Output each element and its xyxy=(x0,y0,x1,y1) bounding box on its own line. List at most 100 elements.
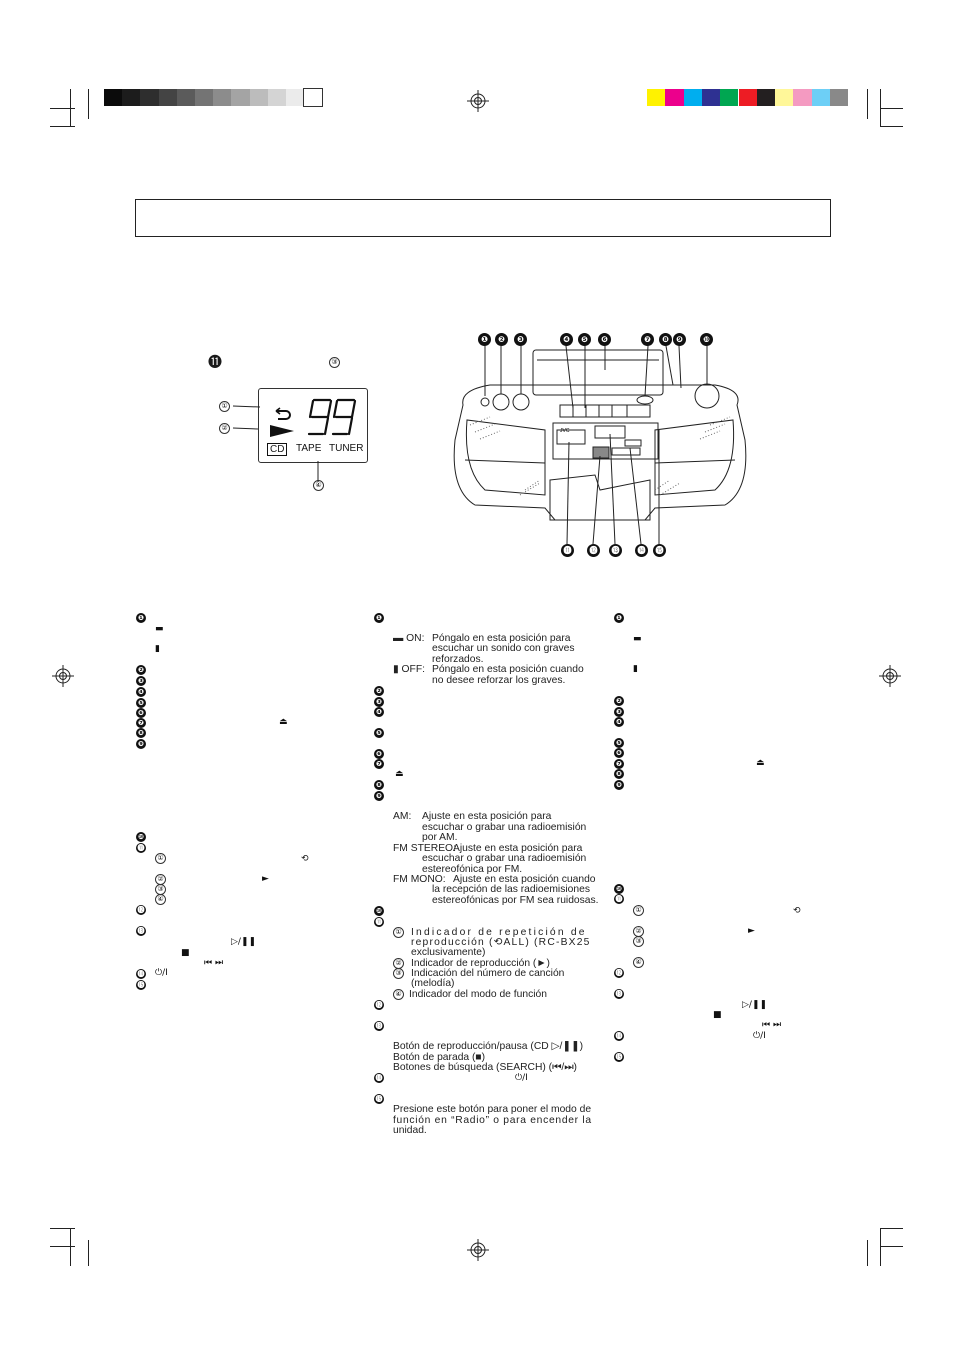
bass-on-icon: ▬ xyxy=(633,634,642,644)
bass-on-desc-line: reforzados. xyxy=(432,654,484,665)
col2-item-3: ❸ xyxy=(374,697,384,707)
calibration-swatch xyxy=(267,89,286,106)
col2-item-12: ⓬ xyxy=(374,1000,384,1010)
calibration-swatch xyxy=(701,89,721,106)
am-desc-line: Ajuste en esta posición para xyxy=(422,811,552,822)
stop-icon: ■ xyxy=(181,948,190,958)
col3-item-1: ❶ xyxy=(614,613,624,623)
calibration-swatch xyxy=(231,89,250,106)
indicator-1-text: Indicador de repetición de xyxy=(411,927,587,938)
lcd-symbols xyxy=(270,398,357,437)
col3-item-6: ❻ xyxy=(614,748,624,758)
power-icon: ⏻/I xyxy=(515,1073,528,1083)
col1-item-10: ❿ xyxy=(136,832,146,842)
col3-item-9: ❾ xyxy=(614,780,624,790)
lcd-marker-2: ② xyxy=(219,423,230,434)
col1-item-7: ❼ xyxy=(136,718,146,728)
calibration-swatch xyxy=(647,89,666,106)
indicator-3-text: (melodía) xyxy=(411,978,455,989)
calibration-swatch xyxy=(756,89,776,106)
search-button-text: Botones de búsqueda (SEARCH) (⏮/⏭) xyxy=(393,1062,577,1073)
bass-off-icon: ▮ xyxy=(155,644,160,654)
calibration-swatch xyxy=(286,89,305,106)
lcd-marker-3: ③ xyxy=(329,357,340,368)
col1-sub-1: ① xyxy=(155,853,166,864)
device-callout-3: ❸ xyxy=(514,333,527,346)
col1-item-13: ⓭ xyxy=(136,926,146,936)
power-icon: ⏻/I xyxy=(155,968,168,978)
radio-button-desc-line: función en “Radio” o para encender la xyxy=(393,1115,592,1126)
fm-stereo-desc-line: estereofónica por FM. xyxy=(422,864,523,875)
am-desc-line: por AM. xyxy=(422,832,458,843)
bass-off-desc-line: no desee reforzar los graves. xyxy=(432,675,566,686)
fm-mono-desc-line: estereofónicas por FM sea ruidosas. xyxy=(432,895,599,906)
col2-sub-4: ④ xyxy=(393,989,404,1000)
col3-item-13: ⓭ xyxy=(614,989,624,999)
bass-on-label: ▬ ON: xyxy=(393,633,425,644)
col2-item-14: ⓮ xyxy=(374,1073,384,1083)
col2-item-4: ❹ xyxy=(374,707,384,717)
col2-item-6: ❻ xyxy=(374,749,384,759)
stop-icon: ■ xyxy=(713,1010,722,1020)
device-callout-12: ⓬ xyxy=(587,544,600,557)
calibration-swatch xyxy=(720,89,739,106)
calibration-swatch xyxy=(158,89,177,106)
calibration-swatch xyxy=(830,89,849,106)
col1-item-2: ❷ xyxy=(136,665,146,675)
device-callout-6: ❻ xyxy=(598,333,611,346)
col1-item-1: ❶ xyxy=(136,613,146,623)
calibration-swatch xyxy=(683,89,702,106)
indicator-3-text: Indicación del número de canción xyxy=(411,968,565,979)
col2-item-7: ❼ xyxy=(374,759,384,769)
eject-icon: ⏏ xyxy=(279,717,288,727)
col1-item-9: ❾ xyxy=(136,739,146,749)
col1-item-14: ⓮ xyxy=(136,969,146,979)
col3-item-11: ⓫ xyxy=(614,894,624,904)
calibration-swatch xyxy=(195,89,214,106)
calibration-swatch xyxy=(775,89,794,106)
col2-sub-1: ① xyxy=(393,927,404,938)
col3-sub-3: ③ xyxy=(633,936,644,947)
col3-item-7: ❼ xyxy=(614,759,624,769)
calibration-swatch xyxy=(665,89,684,106)
registration-target-bottom xyxy=(467,1239,489,1261)
device-callout-4: ❹ xyxy=(560,333,573,346)
col1-item-8: ❽ xyxy=(136,728,146,738)
col3-item-10: ❿ xyxy=(614,884,624,894)
play-icon: ► xyxy=(748,926,755,936)
play-pause-icon: ▷/❚❚ xyxy=(231,937,257,947)
title-box xyxy=(135,199,831,237)
fm-stereo-desc-line: escuchar o grabar una radioemisión xyxy=(422,853,587,864)
calibration-swatch xyxy=(122,89,141,106)
power-icon: ⏻/I xyxy=(753,1031,766,1041)
bass-on-desc-line: Póngalo en esta posición para xyxy=(432,633,571,644)
lcd-tape-label: TAPE xyxy=(296,443,322,454)
col2-item-5: ❺ xyxy=(374,728,384,738)
lcd-callout-number: ⓫ xyxy=(208,355,222,371)
indicator-1-text: exclusivamente) xyxy=(411,947,486,958)
am-desc-line: escuchar o grabar una radioemisión xyxy=(422,822,587,833)
play-pause-button-text: Botón de reproducción/pausa (CD ▷/❚❚) xyxy=(393,1041,584,1052)
calibration-swatch xyxy=(303,88,324,107)
col2-item-13: ⓭ xyxy=(374,1021,384,1031)
lcd-frame xyxy=(258,388,368,463)
bass-off-desc-line: Póngalo en esta posición cuando xyxy=(432,664,584,675)
repeat-icon: ⟲ xyxy=(793,906,801,916)
col2-item-2: ❷ xyxy=(374,686,384,696)
registration-target-top xyxy=(467,90,489,112)
col1-item-6: ❻ xyxy=(136,708,146,718)
calibration-swatch xyxy=(738,89,757,106)
skip-icon: ⏮ ⏭ xyxy=(204,958,224,968)
col1-item-3: ❸ xyxy=(136,676,146,686)
lcd-cd-badge: CD xyxy=(267,443,288,456)
am-label: AM: xyxy=(393,811,412,822)
device-callout-8: ❽ xyxy=(659,333,672,346)
device-brand-logo: JVC xyxy=(560,428,570,434)
fm-mono-desc-line: Ajuste en esta posición cuando xyxy=(453,874,596,885)
col3-sub-4: ④ xyxy=(633,957,644,968)
col3-item-3: ❸ xyxy=(614,707,624,717)
col2-item-15: ⓯ xyxy=(374,1094,384,1104)
col3-item-12: ⓬ xyxy=(614,968,624,978)
col3-item-15: ⓯ xyxy=(614,1052,624,1062)
col2-item-9: ❾ xyxy=(374,791,384,801)
